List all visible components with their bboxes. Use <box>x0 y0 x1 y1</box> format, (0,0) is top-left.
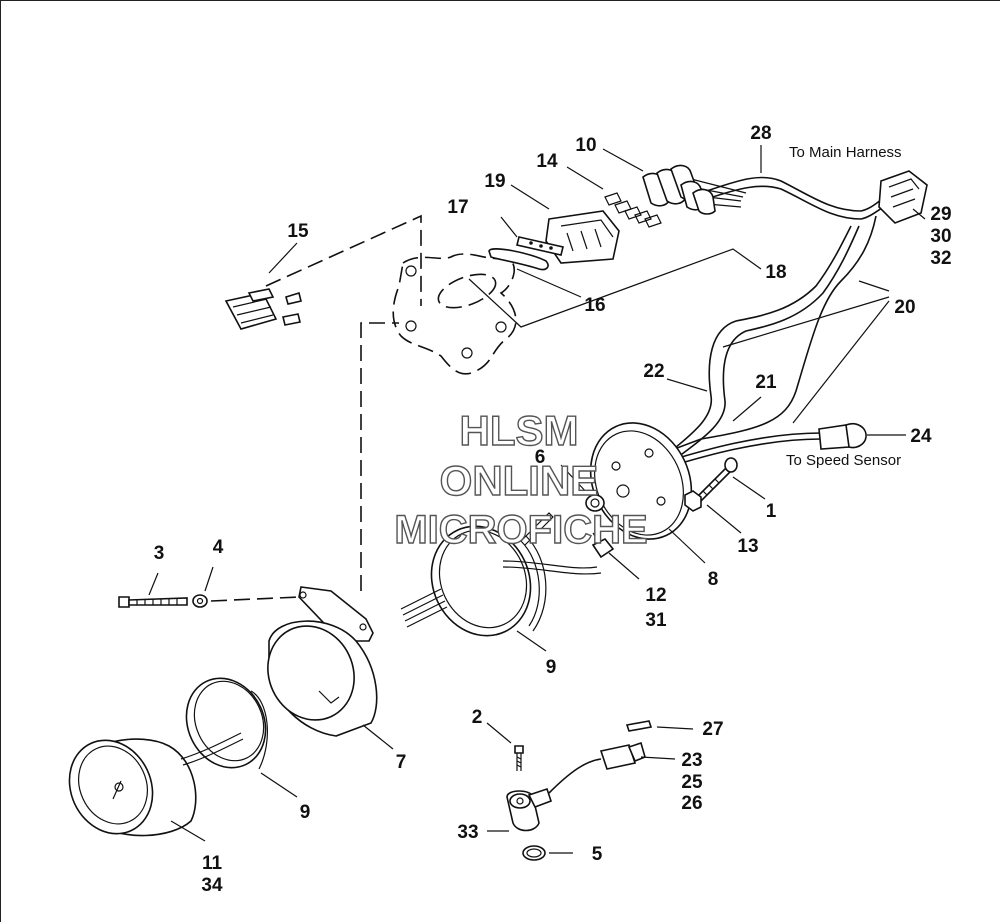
callout-13: 13 <box>737 536 758 557</box>
callout-24: 24 <box>910 426 932 447</box>
speed-sensor-33 <box>506 758 602 832</box>
callout-25: 25 <box>681 772 703 793</box>
o-ring-5 <box>522 845 546 861</box>
callout-26: 26 <box>681 793 702 814</box>
watermark-line-2: ONLINE <box>440 457 599 504</box>
callout-numbers: 1 2 3 4 5 6 7 8 9 9 10 11 12 13 14 15 16… <box>154 123 952 896</box>
callout-16: 16 <box>584 295 605 316</box>
callout-11: 11 <box>202 853 223 874</box>
speed-sensor-connector-24 <box>818 422 867 450</box>
washer-4 <box>192 594 208 608</box>
housing-ring-9-upper <box>400 512 602 637</box>
callout-2: 2 <box>472 707 483 728</box>
callout-4: 4 <box>213 537 224 558</box>
callout-6: 6 <box>535 447 546 468</box>
callout-34: 34 <box>201 875 223 896</box>
callout-23: 23 <box>681 750 702 771</box>
callout-28: 28 <box>750 123 771 144</box>
callout-8: 8 <box>708 569 719 590</box>
callout-32: 32 <box>930 248 951 269</box>
callout-14: 14 <box>536 151 558 172</box>
watermark-line-3: MICROFICHE <box>394 508 647 552</box>
screw-3 <box>118 596 188 608</box>
wire-harness-28 <box>642 164 888 220</box>
callout-22: 22 <box>643 361 664 382</box>
callout-17: 17 <box>447 197 468 218</box>
callout-5: 5 <box>592 844 603 865</box>
seal-16 <box>488 248 549 271</box>
sensor-connector-23 <box>599 741 646 770</box>
grommet-6 <box>585 494 605 512</box>
callout-3: 3 <box>154 543 165 564</box>
gauge-housing-7 <box>267 586 378 737</box>
switch-12 <box>591 532 615 559</box>
callout-18: 18 <box>765 262 786 283</box>
housing-ring-9-lower <box>185 677 269 770</box>
callout-30: 30 <box>930 226 951 247</box>
bulb-socket-15 <box>224 288 302 330</box>
watermark-line-1: HLSM <box>460 407 579 454</box>
sensor-screw-2 <box>514 745 524 771</box>
callout-12: 12 <box>645 585 666 606</box>
callout-29: 29 <box>930 204 951 225</box>
callout-1: 1 <box>766 501 777 522</box>
watermark: HLSM ONLINE MICROFICHE <box>394 406 649 552</box>
pin-guide-17 <box>516 236 564 256</box>
note-to-speed-sensor: To Speed Sensor <box>786 452 901 469</box>
callout-20: 20 <box>894 297 915 318</box>
terminals-14 <box>604 192 662 228</box>
speedometer-gauge-11 <box>68 732 244 837</box>
callout-33: 33 <box>457 822 478 843</box>
callout-10: 10 <box>575 135 596 156</box>
callout-31: 31 <box>645 610 667 631</box>
callout-7: 7 <box>396 752 407 773</box>
callout-9-lower: 9 <box>300 802 311 823</box>
nut-13 <box>684 490 702 512</box>
callout-19: 19 <box>484 171 505 192</box>
note-to-main-harness: To Main Harness <box>789 144 902 161</box>
mounting-bracket <box>392 253 517 375</box>
connector-housing-19 <box>545 210 620 264</box>
callout-15: 15 <box>287 221 309 242</box>
leader-lines <box>148 145 926 854</box>
clip-27 <box>625 720 653 732</box>
callout-9-upper: 9 <box>546 657 557 678</box>
callout-21: 21 <box>755 372 777 393</box>
callout-27: 27 <box>702 719 723 740</box>
